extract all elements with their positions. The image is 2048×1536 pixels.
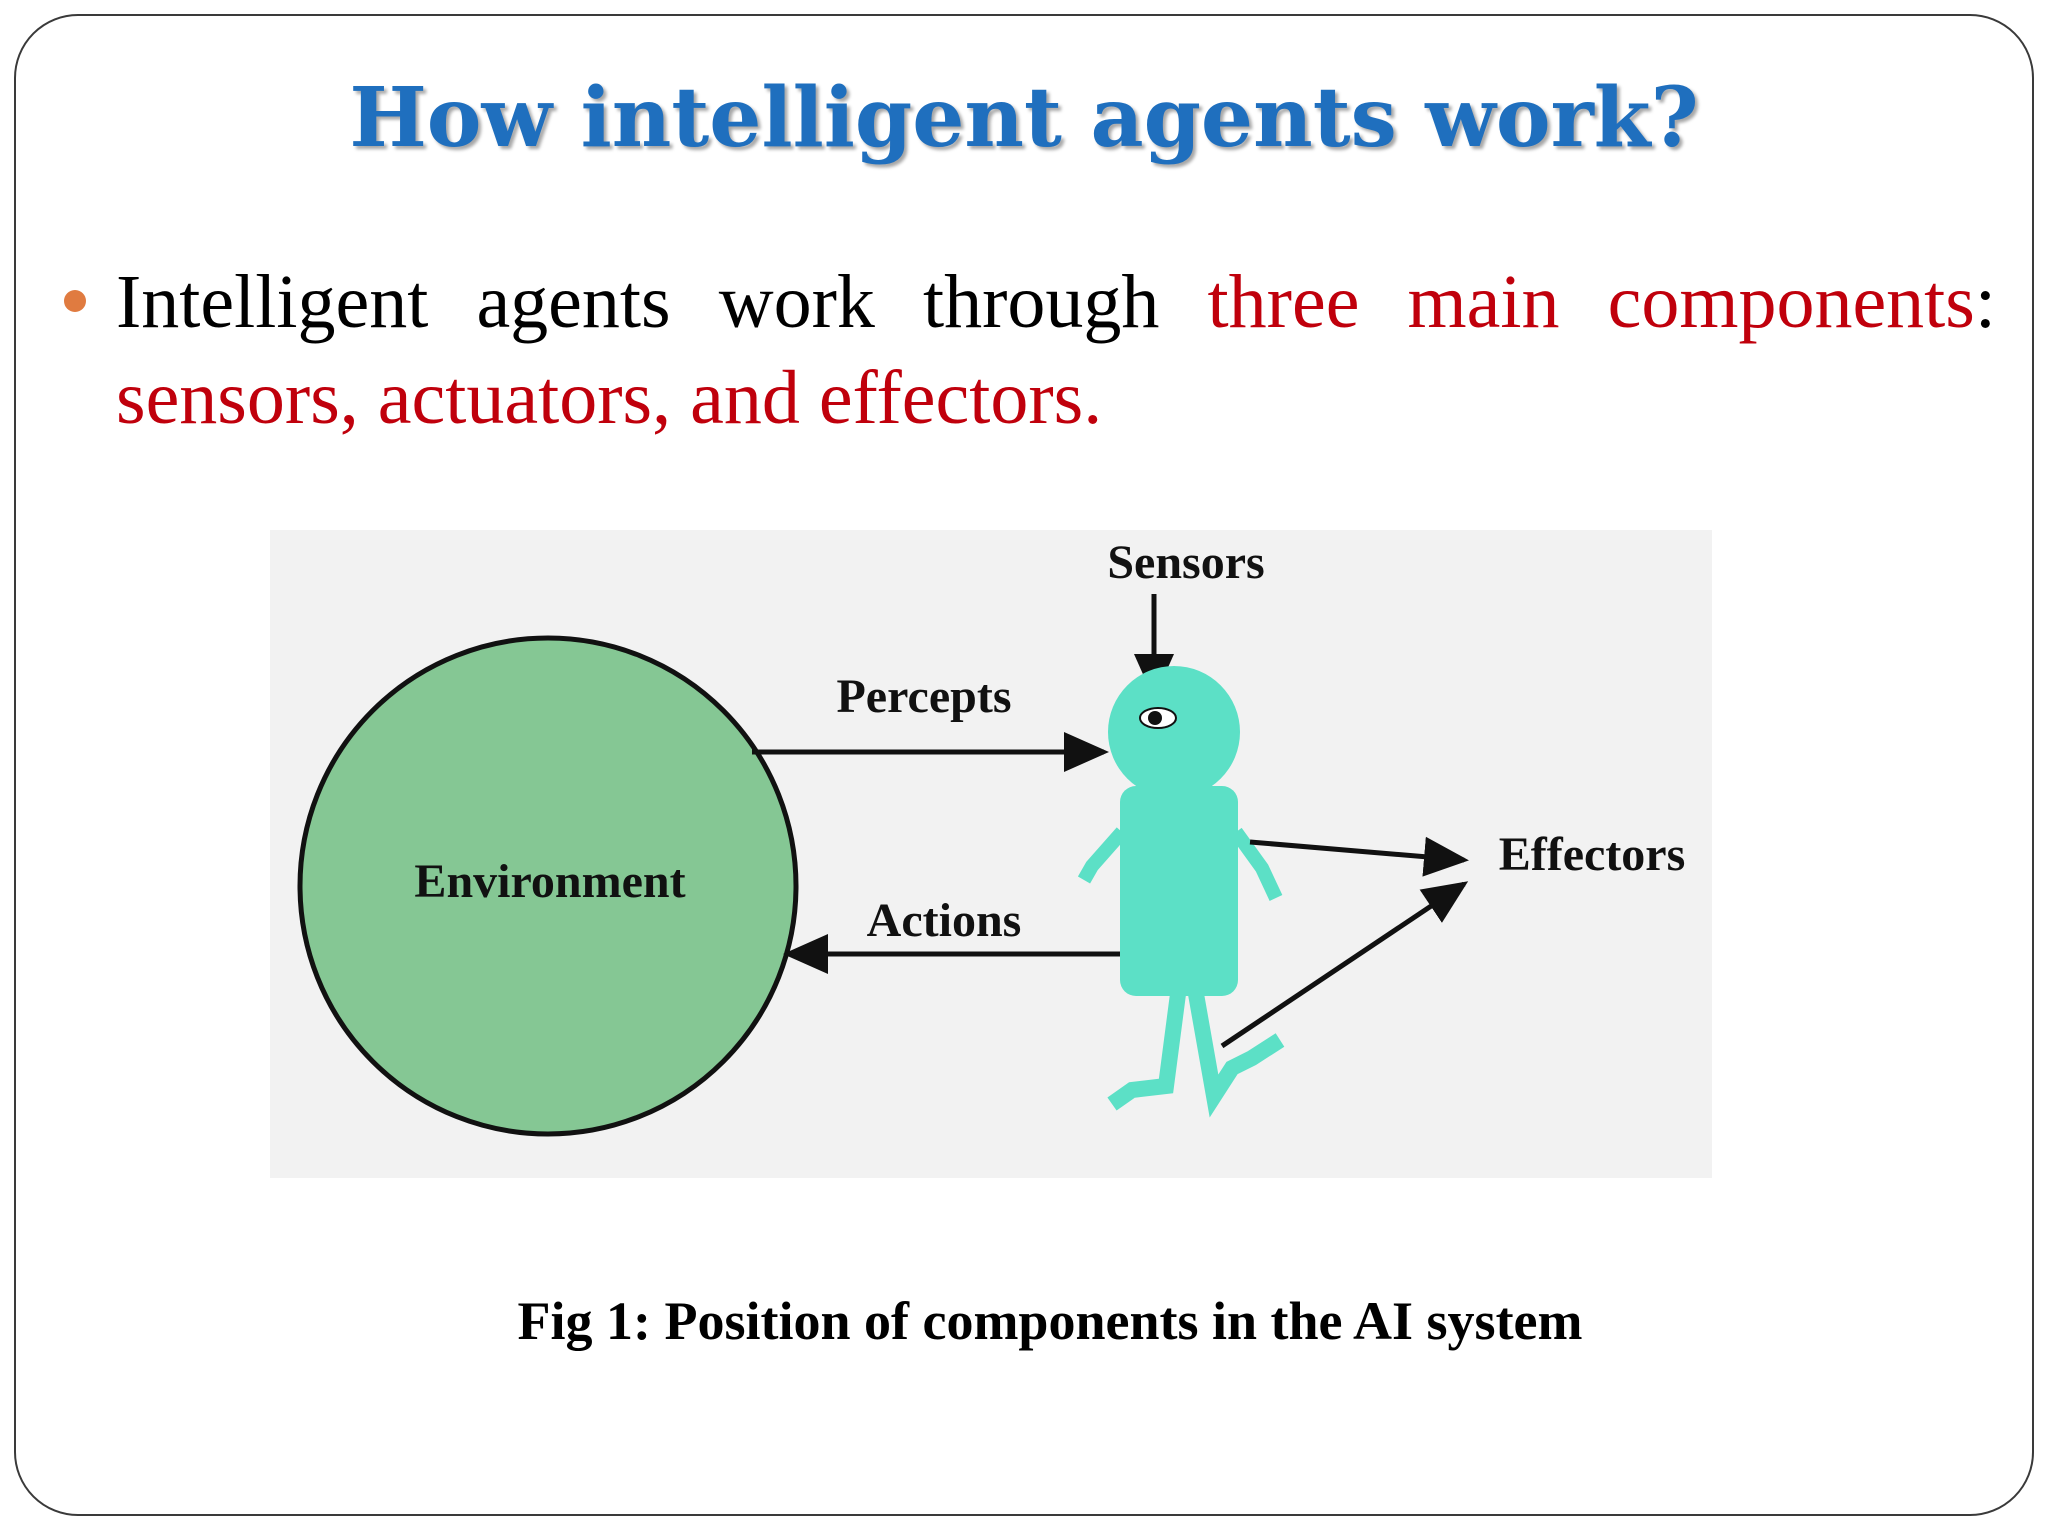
actions-label: Actions	[867, 894, 1022, 947]
agent-right-leg	[1188, 992, 1285, 1118]
eye-pupil	[1148, 711, 1162, 725]
bullet-icon	[64, 290, 86, 312]
effectors-arrow-leg	[1220, 881, 1469, 1049]
bullet-highlight-components: sensors, actuators, and effectors.	[116, 356, 1103, 440]
sensors-label: Sensors	[1107, 536, 1264, 589]
environment-label: Environment	[414, 855, 685, 908]
percepts-label: Percepts	[836, 670, 1011, 723]
agent-body	[1120, 786, 1238, 996]
effectors-arrow-arm	[1249, 836, 1469, 877]
bullet-highlight-text: three main components	[1207, 260, 1975, 344]
environment-circle	[297, 635, 799, 1137]
agent-figure	[1077, 666, 1285, 1118]
figure-caption: Fig 1: Position of components in the AI …	[517, 1291, 1583, 1351]
agent-left-arm	[1077, 827, 1128, 884]
effectors-label: Effectors	[1499, 828, 1686, 881]
agent-right-arm	[1230, 827, 1283, 901]
agent-head	[1108, 666, 1240, 798]
agent-left-leg	[1107, 992, 1186, 1111]
slide-title: How intelligent agents work?	[349, 70, 1699, 166]
bullet-colon: :	[1974, 260, 1997, 344]
bullet-plain-text: Intelligent agents work through	[116, 260, 1208, 344]
bullet-text: Intelligent agents work through three ma…	[116, 254, 1996, 446]
